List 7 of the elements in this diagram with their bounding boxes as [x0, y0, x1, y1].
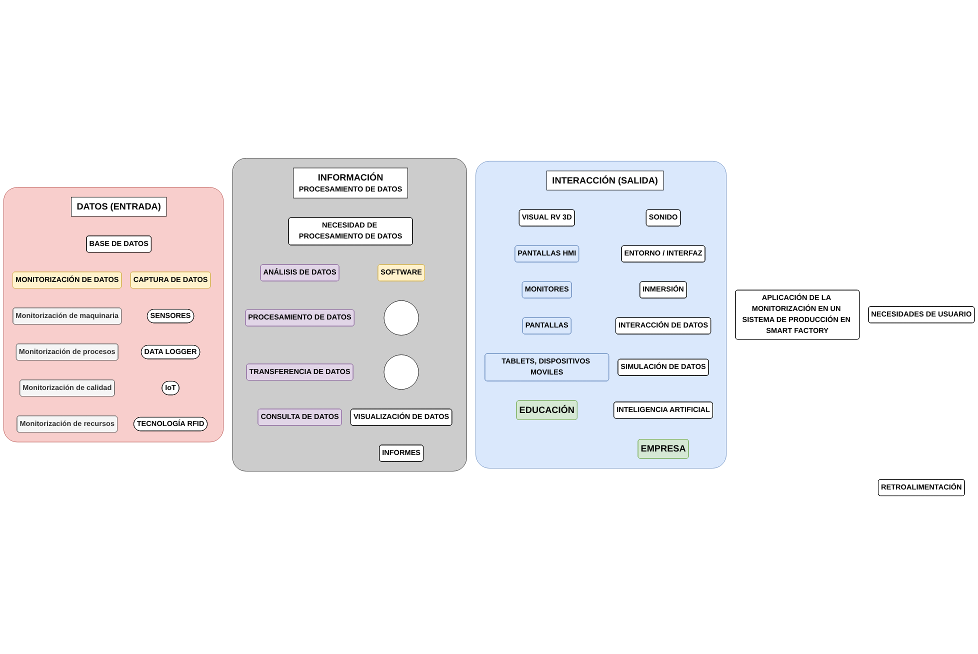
- cluster: [3, 187, 224, 442]
- node-box: INTERACCIÓN (SALIDA): [546, 170, 664, 190]
- node-circle: [384, 354, 419, 390]
- cluster: [476, 160, 727, 468]
- node-circle: [384, 300, 419, 336]
- cluster: [232, 158, 467, 472]
- node-box: DATOS (ENTRADA): [71, 196, 167, 217]
